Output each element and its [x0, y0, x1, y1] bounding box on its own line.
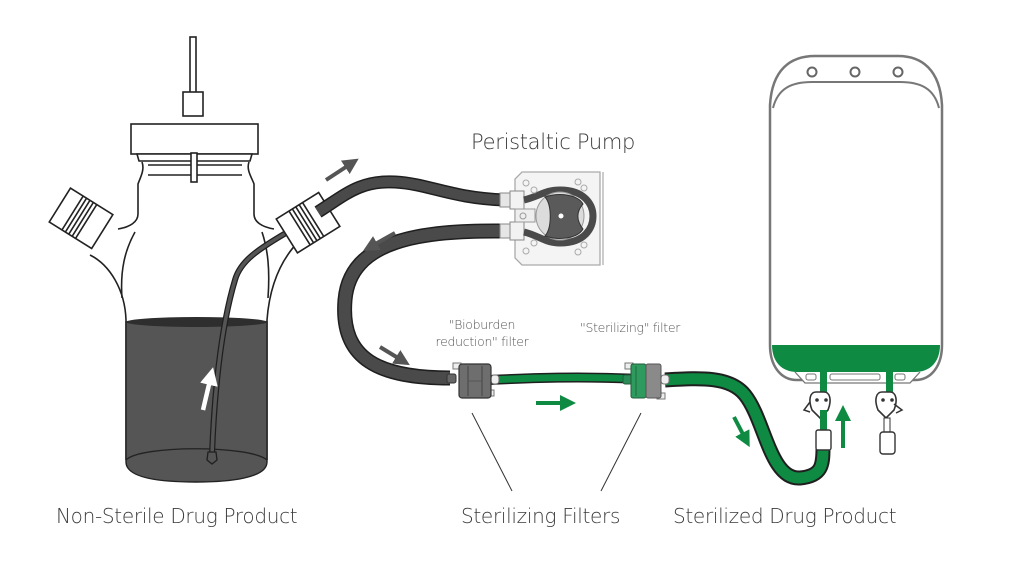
- pump-rotor: [544, 194, 584, 239]
- liquid-surface: [126, 317, 267, 327]
- label-peristaltic-pump: Peristaltic Pump: [471, 130, 636, 154]
- label-sterilizing-filters: Sterilizing Filters: [461, 504, 621, 528]
- bag-hanger-hole: [849, 66, 861, 78]
- tube-vessel-to-pump: [314, 175, 506, 218]
- label-bioburden-filter: "Bioburden reduction" filter: [427, 316, 537, 350]
- sterile-liquid: [772, 345, 940, 372]
- left-port-cap: [48, 186, 114, 250]
- sterile-bag: [768, 54, 944, 395]
- label-sterilized-drug-product: Sterilized Drug Product: [673, 504, 897, 528]
- vessel-cap: [130, 123, 259, 155]
- flow-arrow-up-in-vessel: [200, 367, 218, 411]
- peristaltic-pump: [499, 171, 604, 266]
- tube-sterilizing-to-bag: [664, 371, 831, 486]
- bag-inlet-port: [802, 391, 832, 451]
- bag-hanger-hole: [892, 66, 904, 78]
- vessel-probe-housing: [182, 91, 204, 117]
- label-bioburden-line1: "Bioburden: [448, 317, 516, 332]
- label-non-sterile-drug-product: Non-Sterile Drug Product: [56, 504, 298, 528]
- label-sterilizing-filter: "Sterilizing" filter: [580, 320, 681, 335]
- bag-outlet-port: [875, 391, 904, 455]
- label-bioburden-line2: reduction" filter: [435, 334, 529, 349]
- bag-hanger-hole: [806, 66, 818, 78]
- non-sterile-liquid: [125, 317, 268, 483]
- flow-arrow-down-to-bag: [732, 416, 750, 448]
- leader-line-bioburden: [471, 412, 513, 492]
- sterilizing-filter: [622, 362, 670, 400]
- flow-arrow-to-pump: [324, 158, 359, 182]
- tube-bioburden-to-sterilizing: [489, 372, 641, 385]
- bioburden-filter: [446, 362, 500, 399]
- flow-arrow-from-pump: [363, 231, 396, 251]
- dip-tube-tip: [206, 451, 218, 465]
- vessel-probe: [189, 36, 197, 94]
- flow-arrow-to-bioburden: [378, 345, 410, 366]
- dip-tube: [206, 222, 303, 465]
- leader-line-sterilizing: [600, 412, 642, 492]
- tube-pump-to-bioburden: [337, 223, 506, 386]
